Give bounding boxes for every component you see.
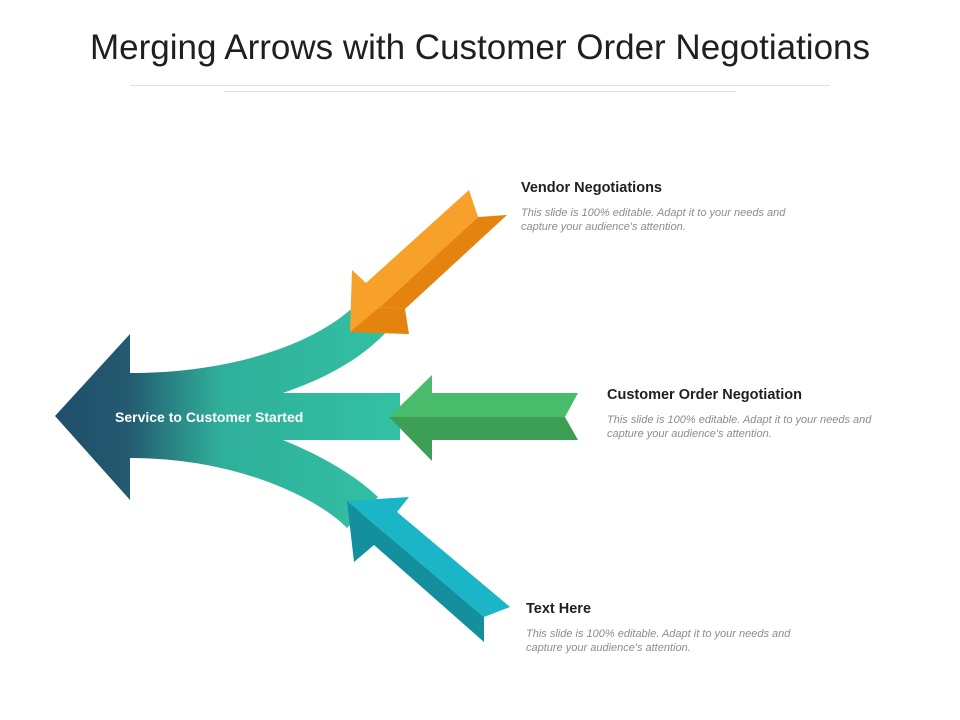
vendor-arrow <box>350 190 507 334</box>
callout-description: This slide is 100% editable. Adapt it to… <box>526 628 791 654</box>
callout-text-here: Text Here This slide is 100% editable. A… <box>526 601 826 655</box>
callout-description: This slide is 100% editable. Adapt it to… <box>521 207 786 233</box>
slide-title: Merging Arrows with Customer Order Negot… <box>89 28 870 67</box>
title-divider <box>130 85 830 86</box>
callout-customer-order-negotiation: Customer Order Negotiation This slide is… <box>607 387 907 441</box>
title-divider-secondary <box>224 91 736 92</box>
text-here-arrow <box>347 497 510 642</box>
customer-order-arrow <box>389 375 578 461</box>
callout-heading: Text Here <box>526 601 592 617</box>
callout-description: This slide is 100% editable. Adapt it to… <box>607 414 872 440</box>
callout-heading: Customer Order Negotiation <box>607 387 802 403</box>
merged-arrow <box>55 310 400 528</box>
center-label: Service to Customer Started <box>115 409 304 425</box>
callout-vendor-negotiations: Vendor Negotiations This slide is 100% e… <box>521 180 821 234</box>
callout-heading: Vendor Negotiations <box>521 180 662 196</box>
